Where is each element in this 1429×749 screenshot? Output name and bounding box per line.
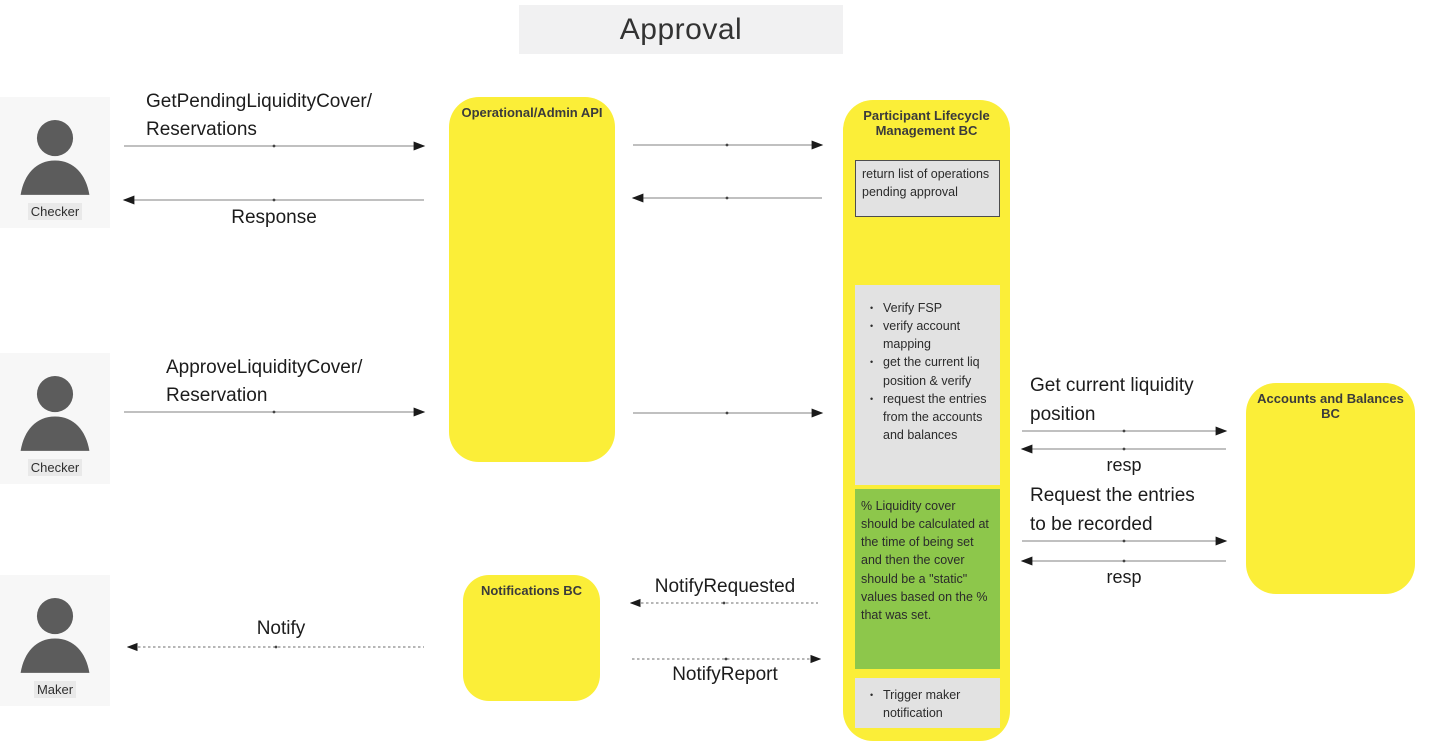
note-bullet: verify account mapping — [867, 317, 994, 353]
diagram-title: Approval — [519, 5, 843, 54]
actor-checker-2: Checker — [0, 353, 110, 484]
arrow-get-liquidity — [1022, 426, 1228, 436]
actor-checker-1: Checker — [0, 97, 110, 228]
arrow-api-to-plm-1 — [633, 140, 824, 150]
actor-label: Maker — [33, 681, 77, 698]
arrow-resp-1 — [1020, 444, 1226, 454]
note-bullet: request the entries from the accounts an… — [867, 390, 994, 444]
message-resp-2: resp — [1106, 567, 1142, 587]
message-resp-1: resp — [1106, 455, 1142, 475]
actor-label: Checker — [27, 459, 83, 476]
note-liquidity-cover: % Liquidity cover should be calculated a… — [855, 489, 1000, 669]
message-line: to be recorded — [1030, 514, 1153, 535]
arrow-approve — [124, 407, 426, 417]
message-response: Response — [231, 207, 317, 228]
message-line: position — [1030, 404, 1096, 425]
arrow-request-entries — [1022, 536, 1228, 546]
component-notifications-bc: Notifications BC — [463, 575, 600, 701]
arrow-notify-requested — [629, 598, 818, 608]
actor-maker: Maker — [0, 575, 110, 706]
arrow-plm-to-api-1 — [631, 193, 822, 203]
component-operational-admin-api: Operational/Admin API — [449, 97, 615, 462]
message-line: Reservation — [166, 385, 268, 406]
component-accounts-balances-bc: Accounts and Balances BC — [1246, 383, 1415, 594]
arrow-api-to-plm-2 — [633, 408, 824, 418]
message-line: Request the entries — [1030, 485, 1195, 506]
component-title: Operational/Admin API — [461, 105, 603, 120]
arrow-resp-2 — [1020, 556, 1226, 566]
arrow-notify — [126, 642, 424, 652]
arrow-response — [122, 195, 424, 205]
arrow-get-pending — [124, 141, 426, 151]
note-bullet: Trigger maker notification — [867, 686, 994, 722]
message-line: Reservations — [146, 119, 257, 140]
person-icon — [20, 598, 90, 673]
note-bullet: get the current liq position & verify — [867, 353, 994, 389]
message-request-entries: Request the entries to be recorded — [1030, 481, 1195, 539]
message-line: Get current liquidity — [1030, 375, 1194, 396]
component-title: BC — [1321, 406, 1340, 421]
note-verification-steps: Verify FSP verify account mapping get th… — [855, 285, 1000, 485]
message-approve: ApproveLiquidityCover/ Reservation — [166, 354, 362, 410]
message-get-pending: GetPendingLiquidityCover/ Reservations — [146, 88, 372, 144]
message-line: ApproveLiquidityCover/ — [166, 357, 363, 378]
component-title: Management BC — [875, 123, 978, 138]
component-title: Notifications BC — [480, 583, 583, 598]
note-return-list: return list of operations pending approv… — [855, 160, 1000, 217]
note-text: % Liquidity cover should be calculated a… — [861, 499, 989, 622]
person-icon — [20, 376, 90, 451]
component-title: Accounts and Balances — [1257, 391, 1404, 406]
message-notify: Notify — [256, 618, 306, 639]
note-text: return list of operations pending approv… — [862, 167, 990, 200]
message-get-liquidity: Get current liquidity position — [1030, 371, 1194, 429]
diagram-title-text: Approval — [619, 12, 743, 46]
message-notify-requested: NotifyRequested — [654, 576, 796, 597]
arrow-notify-report — [632, 654, 822, 664]
message-line: GetPendingLiquidityCover/ — [146, 91, 373, 112]
person-icon — [20, 120, 90, 195]
actor-label: Checker — [27, 203, 83, 220]
note-bullet: Verify FSP — [867, 299, 994, 317]
component-title: Participant Lifecycle — [863, 108, 990, 123]
note-trigger-notification: Trigger maker notification — [855, 678, 1000, 728]
message-notify-report: NotifyReport — [672, 664, 778, 685]
